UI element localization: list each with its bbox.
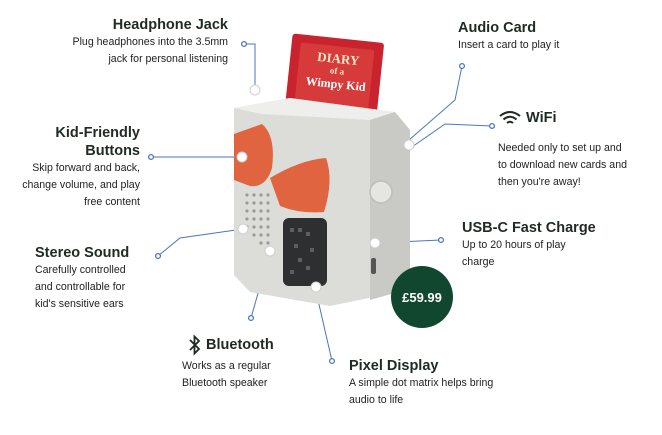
wifi-icon bbox=[499, 111, 521, 124]
price-badge: £59.99 bbox=[391, 266, 453, 328]
stereo-sound-title: Stereo Sound bbox=[35, 245, 130, 261]
wifi-title: WiFi bbox=[526, 110, 557, 126]
usbc-desc-1: Up to 20 hours of play bbox=[462, 239, 566, 251]
usbc-title: USB-C Fast Charge bbox=[462, 220, 596, 236]
headphone-jack-title: Headphone Jack bbox=[112, 17, 228, 33]
headphone-jack-desc-2: jack for personal listening bbox=[108, 53, 228, 65]
wifi-desc-3: then you're away! bbox=[498, 176, 581, 188]
pixel-display-label: Pixel Display A simple dot matrix helps … bbox=[349, 357, 493, 409]
wifi-label: WiFi bbox=[498, 109, 557, 127]
kid-friendly-title-2: Buttons bbox=[85, 143, 140, 159]
kid-friendly-buttons-label: Kid-Friendly Buttons Skip forward and ba… bbox=[22, 124, 140, 211]
kid-friendly-desc-3: free content bbox=[84, 196, 140, 208]
bluetooth-desc-2: Bluetooth speaker bbox=[182, 377, 268, 389]
stereo-sound-desc-1: Carefully controlled bbox=[35, 264, 126, 276]
pixel-display-desc-2: audio to life bbox=[349, 394, 404, 406]
audio-card-desc-1: Insert a card to play it bbox=[458, 39, 560, 51]
kid-friendly-desc-2: change volume, and play bbox=[22, 179, 140, 191]
headphone-jack-desc-1: Plug headphones into the 3.5mm bbox=[72, 36, 228, 48]
wifi-desc: Needed only to set up and to download ne… bbox=[498, 140, 627, 191]
usbc-desc-2: charge bbox=[462, 256, 495, 268]
audio-card-title: Audio Card bbox=[458, 20, 537, 36]
headphone-jack-label: Headphone Jack Plug headphones into the … bbox=[73, 16, 228, 68]
card-title: DIARY of a Wimpy Kid bbox=[300, 48, 374, 94]
wifi-desc-2: to download new cards and bbox=[498, 159, 627, 171]
kid-friendly-title-1: Kid-Friendly bbox=[55, 125, 140, 141]
usbc-label: USB-C Fast Charge Up to 20 hours of play… bbox=[462, 219, 596, 271]
bluetooth-desc-1: Works as a regular bbox=[182, 360, 271, 372]
bluetooth-icon bbox=[189, 334, 201, 356]
stereo-sound-desc-3: kid's sensitive ears bbox=[35, 298, 124, 310]
wifi-title-row: WiFi bbox=[498, 109, 557, 127]
feature-markers bbox=[236, 84, 415, 293]
bluetooth-label: Bluetooth Works as a regular Bluetooth s… bbox=[182, 334, 274, 392]
kid-friendly-desc-1: Skip forward and back, bbox=[32, 162, 140, 174]
pixel-display-title: Pixel Display bbox=[349, 358, 439, 374]
leader-dots bbox=[147, 40, 496, 365]
control-buttons bbox=[234, 124, 330, 213]
bluetooth-title-row: Bluetooth bbox=[188, 334, 274, 356]
stereo-sound-desc-2: and controllable for bbox=[35, 281, 126, 293]
wifi-desc-1: Needed only to set up and bbox=[498, 142, 622, 154]
bluetooth-title: Bluetooth bbox=[206, 336, 274, 353]
audio-card-label: Audio Card Insert a card to play it bbox=[458, 19, 559, 54]
pixel-display-desc-1: A simple dot matrix helps bring bbox=[349, 377, 494, 389]
stereo-sound-label: Stereo Sound Carefully controlled and co… bbox=[35, 244, 129, 313]
